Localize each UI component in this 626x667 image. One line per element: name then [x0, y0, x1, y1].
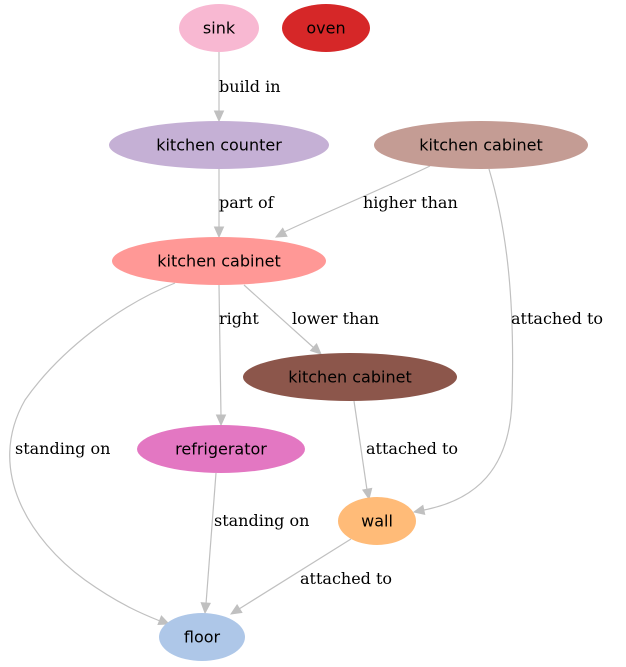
- edge-wall-floor: attached to: [229, 538, 392, 615]
- edge-cablow-wall: attached to: [353, 400, 458, 501]
- node-ellipse: [159, 613, 245, 661]
- edge-cabmid-cablow: lower than: [243, 284, 379, 355]
- node-oven: oven: [282, 4, 370, 52]
- nodes-layer: sink oven kitchen counter kitchen cabinet ki…: [109, 4, 588, 661]
- edge-label: attached to: [300, 569, 392, 588]
- edge-label: part of: [219, 193, 275, 212]
- node-ellipse: [109, 121, 329, 169]
- node-wall: wall: [338, 497, 416, 545]
- node-label: oven: [306, 19, 345, 38]
- arrowhead: [213, 110, 225, 123]
- edge-label: attached to: [511, 309, 603, 328]
- node-fridge: refrigerator: [137, 425, 305, 473]
- edge-line: [423, 168, 514, 511]
- edge-label: build in: [219, 77, 281, 96]
- edge-fridge-floor: standing on: [200, 472, 309, 615]
- edge-line: [218, 284, 222, 417]
- edge-line: [353, 400, 368, 491]
- node-label: kitchen counter: [156, 136, 282, 155]
- edge-line: [205, 472, 217, 605]
- arrowhead: [215, 414, 227, 427]
- node-ellipse: [243, 353, 457, 401]
- edge-sink-counter: build in: [213, 52, 281, 123]
- node-label: kitchen cabinet: [157, 252, 280, 271]
- arrowhead: [213, 226, 225, 239]
- node-cab_top: kitchen cabinet: [374, 121, 588, 169]
- arrowhead: [157, 615, 171, 625]
- edge-label: right: [219, 309, 259, 328]
- node-label: refrigerator: [175, 440, 267, 459]
- edge-cabtop-cabmid: higher than: [274, 165, 458, 238]
- edge-label: lower than: [292, 309, 379, 328]
- node-ellipse: [112, 237, 326, 285]
- edge-line: [243, 284, 315, 349]
- edge-line: [238, 538, 352, 610]
- edge-cabmid-floor: standing on: [9, 282, 176, 625]
- edge-line: [9, 282, 176, 622]
- node-ellipse: [282, 4, 370, 52]
- node-cab_mid: kitchen cabinet: [112, 237, 326, 285]
- node-ellipse: [338, 497, 416, 545]
- node-label: floor: [184, 628, 221, 647]
- edge-line: [283, 165, 431, 233]
- arrowhead: [200, 602, 211, 615]
- node-cab_low: kitchen cabinet: [243, 353, 457, 401]
- edge-cabmid-fridge: right: [215, 284, 259, 427]
- node-label: wall: [361, 512, 393, 531]
- edge-counter-cabmid: part of: [213, 169, 275, 239]
- arrowhead: [274, 227, 288, 238]
- edge-label: higher than: [363, 193, 458, 212]
- arrowhead: [309, 343, 322, 355]
- node-ellipse: [374, 121, 588, 169]
- node-ellipse: [179, 4, 259, 52]
- node-floor: floor: [159, 613, 245, 661]
- node-ellipse: [137, 425, 305, 473]
- arrowhead: [412, 504, 426, 515]
- edge-label: attached to: [366, 439, 458, 458]
- edge-cabtop-wall: attached to: [412, 168, 603, 515]
- node-sink: sink: [179, 4, 259, 52]
- edges-layer: build in part of higher than attached to rig…: [9, 52, 603, 625]
- edge-label: standing on: [15, 439, 110, 458]
- node-label: kitchen cabinet: [419, 136, 542, 155]
- node-counter: kitchen counter: [109, 121, 329, 169]
- arrowhead: [361, 487, 373, 501]
- node-label: sink: [203, 19, 236, 38]
- edge-label: standing on: [214, 511, 309, 530]
- node-label: kitchen cabinet: [288, 368, 411, 387]
- arrowhead: [229, 603, 243, 615]
